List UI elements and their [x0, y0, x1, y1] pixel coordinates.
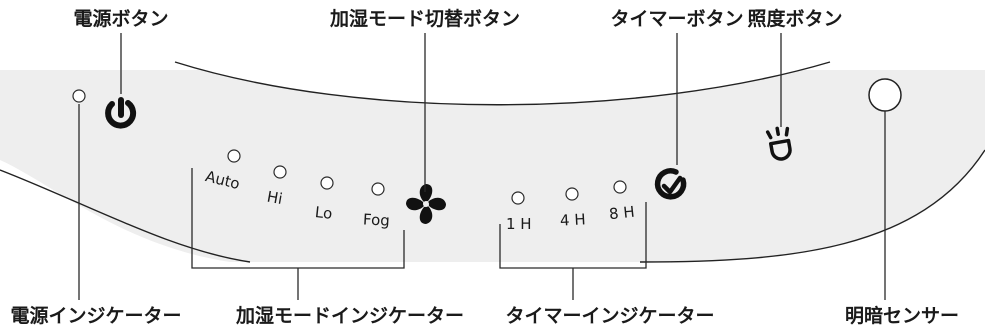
- callout-timer-indicator: タイマーインジケーター: [505, 305, 714, 327]
- timer-led-4h: [565, 187, 579, 201]
- panel-top-arc: [174, 61, 831, 106]
- timer-label-4h: 4 H: [560, 210, 587, 229]
- light-bulb-icon: [765, 126, 792, 161]
- brightness-button[interactable]: [765, 126, 792, 161]
- mode-indicator-group: Auto Hi Lo Fog: [204, 149, 391, 230]
- mode-label-fog: Fog: [363, 210, 391, 229]
- timer-button[interactable]: [654, 168, 687, 200]
- bottom-callouts: 電源インジケーター 加湿モードインジケーター タイマーインジケーター 明暗センサ…: [10, 304, 959, 327]
- callout-brightness-button: 照度ボタン: [747, 7, 842, 30]
- timer-label-1h: 1 H: [506, 215, 532, 233]
- mode-label-hi: Hi: [266, 188, 284, 208]
- power-indicator-led: [72, 89, 86, 103]
- callout-timer-button: タイマーボタン: [610, 8, 743, 30]
- timer-led-1h: [511, 191, 525, 205]
- fan-icon: [406, 184, 446, 224]
- mode-led-hi: [273, 165, 287, 179]
- mode-label-lo: Lo: [314, 203, 333, 223]
- panel-bottom-edge: [0, 149, 985, 263]
- light-sensor: [868, 78, 902, 112]
- mode-led-auto: [227, 149, 241, 163]
- power-button[interactable]: [105, 97, 137, 129]
- timer-indicator-group: 1 H 4 H 8 H: [506, 180, 635, 233]
- power-icon: [105, 97, 137, 129]
- top-callouts: 電源ボタン 加湿モード切替ボタン タイマーボタン 照度ボタン: [73, 7, 842, 30]
- humidify-mode-button[interactable]: [406, 184, 446, 224]
- control-panel: [0, 61, 985, 263]
- leader-lines: [78, 33, 886, 300]
- callout-power-indicator: 電源インジケーター: [10, 304, 181, 327]
- timer-led-8h: [613, 180, 627, 194]
- callout-light-sensor: 明暗センサー: [845, 304, 959, 327]
- mode-led-lo: [320, 176, 334, 190]
- callout-humidify-mode-button: 加湿モード切替ボタン: [329, 7, 520, 30]
- timer-label-8h: 8 H: [608, 203, 635, 224]
- callout-power-button: 電源ボタン: [73, 7, 168, 30]
- callout-humidify-mode-indicator: 加湿モードインジケーター: [235, 305, 464, 327]
- mode-led-fog: [371, 182, 385, 196]
- panel-surface: [0, 70, 985, 262]
- timer-check-icon: [654, 168, 687, 200]
